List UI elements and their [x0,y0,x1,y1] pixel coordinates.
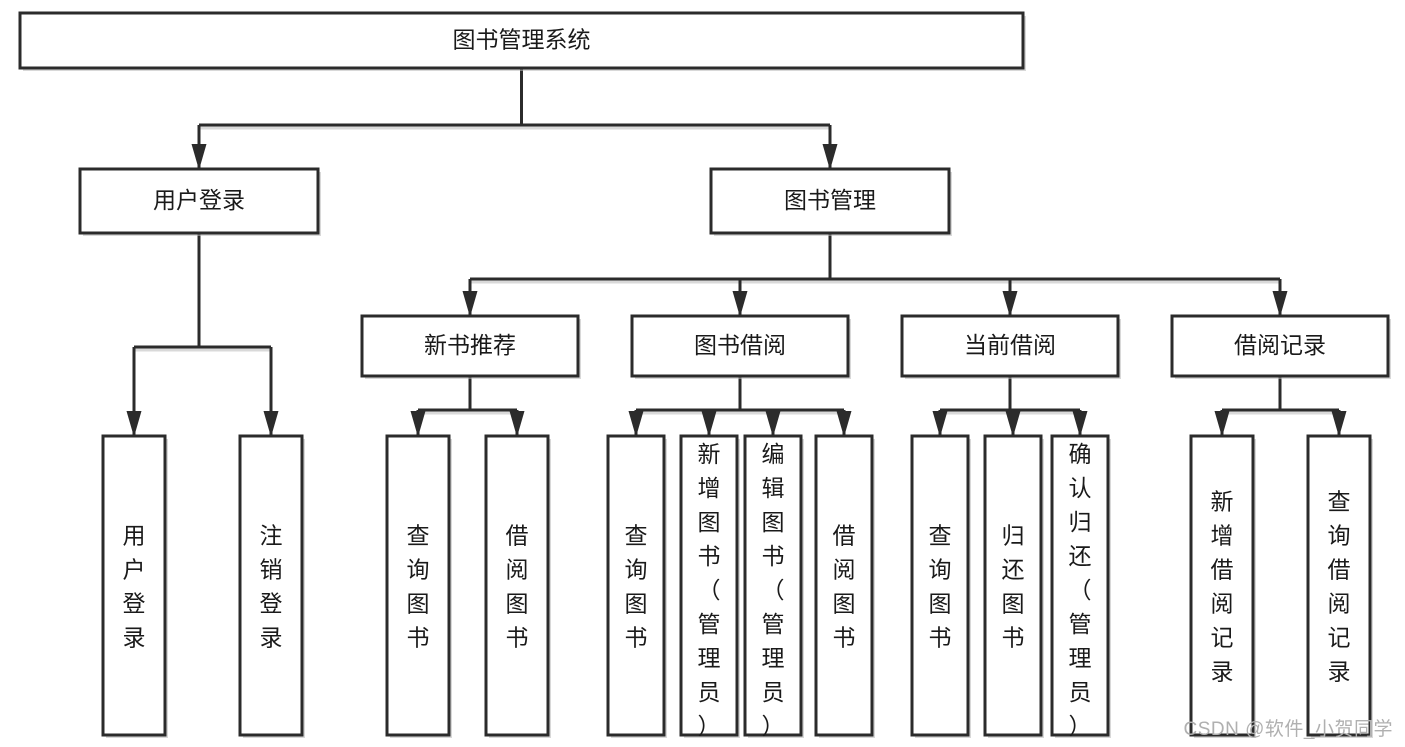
node-box[interactable] [101,434,167,737]
node-label: 归还图书 [1002,523,1025,651]
csdn-watermark: CSDN @软件_小贺同学 [1183,719,1393,740]
node-box[interactable] [78,167,320,235]
node-label: 查询图书 [929,523,952,651]
node-box[interactable] [385,434,451,737]
node-book-manage[interactable]: 图书管理 [709,167,952,236]
node-label: 查询图书 [407,523,430,651]
node-label: 注销登录 [260,523,283,651]
node-label: 新书推荐 [424,332,516,358]
node-leaf-user-login[interactable]: 用户登录 [101,434,168,738]
node-box[interactable] [484,434,550,737]
node-box[interactable] [679,434,739,737]
node-box[interactable] [18,11,1025,70]
node-label: 借阅图书 [833,523,856,651]
node-leaf-borrow-book-2[interactable]: 借阅图书 [814,434,875,738]
node-label: 借阅图书 [506,523,529,651]
node-borrow-record[interactable]: 借阅记录 [1170,314,1391,379]
node-box[interactable] [238,434,304,737]
node-leaf-query-book-3[interactable]: 查询图书 [910,434,971,738]
node-label: 图书管理 [784,187,876,213]
node-box[interactable] [1189,434,1255,737]
node-label: 新增图书（管理员） [698,441,721,739]
node-leaf-logout[interactable]: 注销登录 [238,434,305,738]
node-label: 查询图书 [625,523,648,651]
node-box[interactable] [900,314,1120,378]
node-box[interactable] [360,314,580,378]
node-leaf-query-record[interactable]: 查询借阅记录 [1306,434,1373,738]
node-label: 查询借阅记录 [1328,489,1351,685]
node-leaf-add-record[interactable]: 新增借阅记录 [1189,434,1256,738]
node-layer: 图书管理系统用户登录图书管理新书推荐图书借阅当前借阅借阅记录用户登录注销登录查询… [18,11,1391,739]
node-label: 用户登录 [123,523,146,651]
node-leaf-query-book-1[interactable]: 查询图书 [385,434,452,738]
connector-layer [126,68,1347,437]
node-label: 编辑图书（管理员） [762,441,785,739]
node-box[interactable] [630,314,850,378]
node-label: 用户登录 [153,187,245,213]
node-box[interactable] [910,434,970,737]
node-box[interactable] [1170,314,1390,378]
node-user-login[interactable]: 用户登录 [78,167,321,236]
node-leaf-query-book-2[interactable]: 查询图书 [606,434,667,738]
node-label: 借阅记录 [1234,332,1326,358]
node-box[interactable] [1050,434,1110,737]
node-root[interactable]: 图书管理系统 [18,11,1026,71]
node-box[interactable] [983,434,1043,737]
node-leaf-borrow-book-1[interactable]: 借阅图书 [484,434,551,738]
node-current-borrow[interactable]: 当前借阅 [900,314,1121,379]
node-label: 图书管理系统 [453,27,591,53]
node-box[interactable] [1306,434,1372,737]
node-label: 当前借阅 [964,332,1056,358]
node-box[interactable] [814,434,874,737]
node-box[interactable] [743,434,803,737]
node-leaf-confirm-return[interactable]: 确认归还（管理员） [1050,434,1111,739]
node-box[interactable] [606,434,666,737]
node-label: 图书借阅 [694,332,786,358]
node-book-borrow[interactable]: 图书借阅 [630,314,851,379]
node-label: 确认归还（管理员） [1069,441,1092,739]
node-leaf-edit-book[interactable]: 编辑图书（管理员） [743,434,804,739]
node-box[interactable] [709,167,951,235]
node-leaf-add-book[interactable]: 新增图书（管理员） [679,434,740,739]
node-label: 新增借阅记录 [1211,489,1234,685]
node-leaf-return-book[interactable]: 归还图书 [983,434,1044,738]
node-new-book-recommend[interactable]: 新书推荐 [360,314,581,379]
